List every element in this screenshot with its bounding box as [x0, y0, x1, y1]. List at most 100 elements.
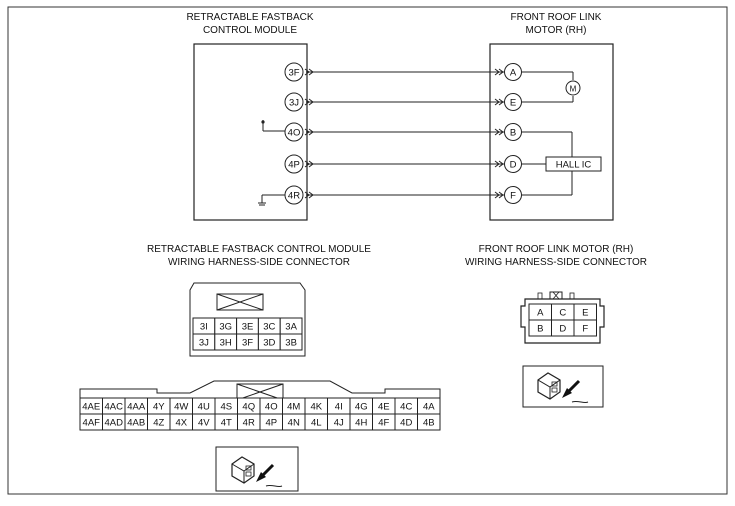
module-ground-symbol	[258, 194, 285, 206]
cavity-3G: 3G	[214, 317, 238, 335]
cavity-4AC: 4AC	[102, 397, 126, 415]
cavity-label: 4W	[174, 402, 188, 413]
cavity-4AB: 4AB	[124, 413, 148, 431]
cavity-label: 4A	[423, 402, 435, 413]
cavity-label: 4V	[198, 418, 210, 429]
cavity-label: 4B	[423, 418, 435, 429]
cavity-label: 4P	[265, 418, 277, 429]
motor-pin-label: B	[510, 128, 516, 139]
wire-4R-F	[304, 191, 507, 199]
cavity-label: 4L	[311, 418, 322, 429]
cavity-label: 4M	[287, 402, 300, 413]
cavity-4O: 4O	[259, 397, 283, 415]
hall-ic-block: HALL IC	[521, 131, 602, 196]
cavity-label: 4AA	[127, 402, 146, 413]
module-connector-title-line1: RETRACTABLE FASTBACK CONTROL MODULE	[147, 244, 371, 255]
cavity-3E: 3E	[236, 317, 259, 335]
cavity-label: 3G	[219, 322, 232, 333]
cavity-label: 4Y	[153, 402, 165, 413]
cavity-label: 4E	[378, 402, 390, 413]
cavity-3J: 3J	[192, 333, 216, 351]
module-pin-label: 4O	[288, 128, 301, 139]
cavity-label: 3A	[285, 322, 297, 333]
cavity-label: 4AF	[83, 418, 101, 429]
cavity-4P: 4P	[259, 413, 283, 431]
motor-cavity-C: C	[551, 303, 575, 321]
motor-connector-title-line1: FRONT ROOF LINK MOTOR (RH)	[479, 244, 634, 255]
cavity-label: 3H	[220, 338, 232, 349]
cavity-label: 4F	[378, 418, 389, 429]
motor-symbol: M	[521, 71, 581, 103]
cavity-4B: 4B	[417, 413, 441, 431]
cavity-4C: 4C	[394, 397, 418, 415]
cavity-4AE: 4AE	[79, 397, 103, 415]
cavity-4A: 4A	[417, 397, 441, 415]
cavity-label: 4Z	[153, 418, 164, 429]
wire-4P-D	[304, 160, 507, 168]
cavity-label: 3D	[263, 338, 275, 349]
cavity-4Y: 4Y	[147, 397, 171, 415]
motor-pin-label: D	[510, 160, 517, 171]
cavity-label: A	[537, 308, 544, 319]
cavity-4T: 4T	[214, 413, 238, 431]
connector-view-icon-motor	[522, 365, 604, 408]
module-connector-title-line2: WIRING HARNESS-SIDE CONNECTOR	[168, 257, 350, 268]
wire-4O-B	[304, 128, 507, 136]
module-branch-symbol	[261, 120, 285, 132]
diagram-frame	[7, 6, 728, 495]
cavity-label: 4R	[243, 418, 255, 429]
motor-pin-E: E	[504, 93, 522, 111]
cavity-4Q: 4Q	[237, 397, 261, 415]
connector-view-icon-module	[215, 446, 299, 492]
cavity-label: F	[582, 324, 588, 335]
motor-pin-D: D	[504, 155, 522, 173]
motor-symbol-label: M	[570, 85, 577, 94]
cavity-label: 3B	[285, 338, 297, 349]
cavity-label: 4O	[265, 402, 278, 413]
cavity-label: 4N	[288, 418, 300, 429]
cavity-4M: 4M	[282, 397, 306, 415]
cavity-4K: 4K	[304, 397, 328, 415]
cavity-label: D	[559, 324, 566, 335]
cavity-label: 4AD	[105, 418, 124, 429]
module-pin-label: 3J	[289, 98, 299, 109]
cavity-4E: 4E	[372, 397, 396, 415]
cavity-4AF: 4AF	[79, 413, 103, 431]
module-pin-4P: 4P	[284, 154, 304, 174]
cavity-3A: 3A	[279, 317, 303, 335]
module-pin-3F: 3F	[284, 62, 304, 82]
cavity-4N: 4N	[282, 413, 306, 431]
cavity-label: 3F	[242, 338, 253, 349]
cavity-label: 4I	[335, 402, 343, 413]
cavity-3D: 3D	[257, 333, 281, 351]
cavity-label: 4G	[355, 402, 368, 413]
cavity-label: 4AE	[82, 402, 100, 413]
cavity-label: 4X	[175, 418, 187, 429]
cavity-label: E	[582, 308, 588, 319]
cavity-3C: 3C	[257, 317, 281, 335]
cavity-label: 3C	[263, 322, 275, 333]
cavity-4J: 4J	[327, 413, 351, 431]
cavity-4D: 4D	[394, 413, 418, 431]
cavity-4Z: 4Z	[147, 413, 171, 431]
module-pin-label: 4R	[288, 191, 300, 202]
cavity-label: C	[559, 308, 566, 319]
motor-title-line1: FRONT ROOF LINK	[511, 12, 602, 23]
cavity-4L: 4L	[304, 413, 328, 431]
motor-pin-F: F	[504, 186, 522, 204]
cavity-label: 4T	[221, 418, 232, 429]
module-pin-3J: 3J	[284, 92, 304, 112]
cavity-4V: 4V	[192, 413, 216, 431]
wire-3J-E	[304, 98, 507, 106]
cavity-3I: 3I	[192, 317, 216, 335]
wire-3F-A	[304, 68, 507, 76]
motor-title-line2: MOTOR (RH)	[526, 25, 587, 36]
cavity-4X: 4X	[169, 413, 193, 431]
cavity-label: 4U	[198, 402, 210, 413]
cavity-4S: 4S	[214, 397, 238, 415]
cavity-label: 4K	[310, 402, 322, 413]
